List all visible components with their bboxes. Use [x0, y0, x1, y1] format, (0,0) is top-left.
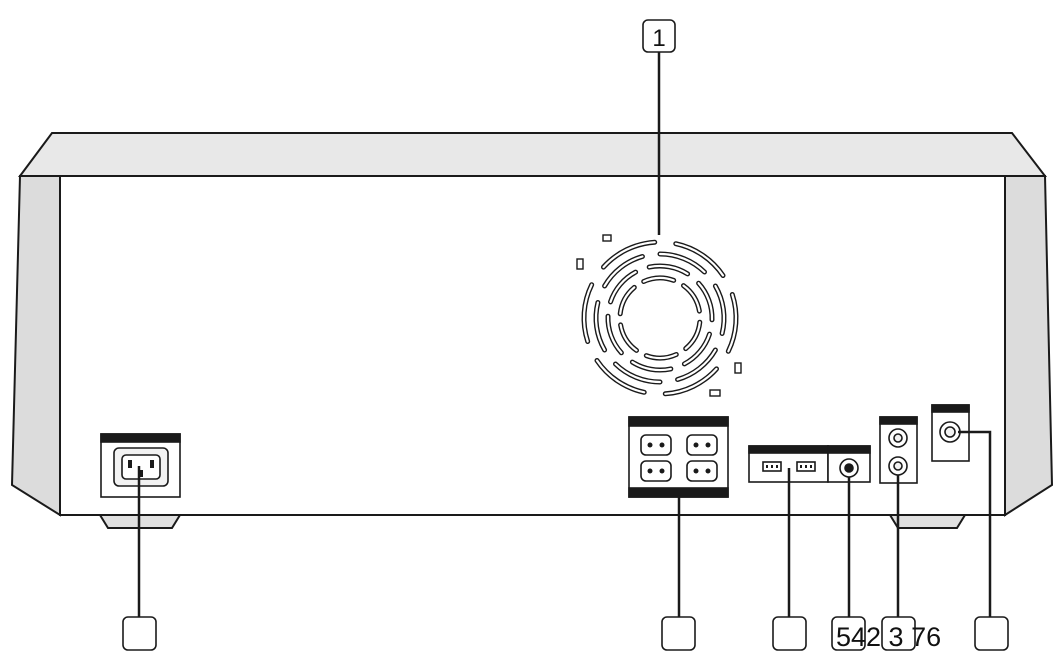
callout-box-coax — [831, 616, 866, 651]
power-inlet-icon — [100, 433, 181, 498]
fan-slot-inner — [697, 282, 714, 321]
fan-slot-inner — [609, 271, 637, 303]
callout-box-power — [122, 616, 157, 651]
fan-slot-inner — [645, 353, 678, 360]
callout-box-connector — [772, 616, 807, 651]
fan-slot-inner — [674, 242, 725, 277]
fan-slot-inner — [603, 255, 644, 288]
fan-slot-inner — [682, 284, 701, 313]
left-side-panel — [10, 175, 61, 517]
callout-box-antenna — [974, 616, 1009, 651]
fan-slot-inner — [658, 252, 706, 274]
fan-slot-inner — [602, 241, 656, 269]
callout-numbers-bottom: 542 3 76 — [836, 622, 941, 652]
fan-slot-inner — [594, 301, 606, 352]
fan-slot-inner — [684, 321, 701, 350]
fan-slot-inner — [664, 367, 718, 395]
fan-slot-inner — [642, 276, 675, 283]
fan-slot-inner — [727, 293, 738, 353]
fan-vent-icon — [581, 239, 739, 397]
fan-slot-inner — [714, 284, 726, 335]
callout-box-speaker — [661, 616, 696, 651]
fan-mount-tabs — [576, 234, 742, 397]
fan-slot-inner — [631, 361, 672, 372]
fan-slot-inner — [683, 333, 711, 365]
leader-lines — [137, 50, 992, 617]
fan-slot-inner — [614, 362, 662, 384]
fan-slot-inner — [676, 348, 717, 381]
rca-jack-icon — [879, 416, 918, 484]
fan-slot-inner — [619, 323, 638, 352]
callout-box-top — [642, 19, 676, 53]
right-foot — [888, 514, 967, 529]
callout-boxes — [122, 19, 1009, 651]
speaker-terminal-icon — [628, 416, 729, 498]
fan-slot-inner — [606, 315, 623, 354]
top-bevel — [18, 132, 1048, 177]
fan-slot-inner — [595, 359, 646, 394]
fan-slot-inner — [619, 286, 636, 315]
callout-box-rca — [881, 616, 916, 651]
connector-block — [748, 445, 871, 483]
fan-slot-inner — [582, 283, 593, 343]
fan-slot-inner — [648, 264, 689, 275]
right-side-panel — [1004, 175, 1054, 517]
callout-number-top: 1 — [652, 25, 665, 52]
